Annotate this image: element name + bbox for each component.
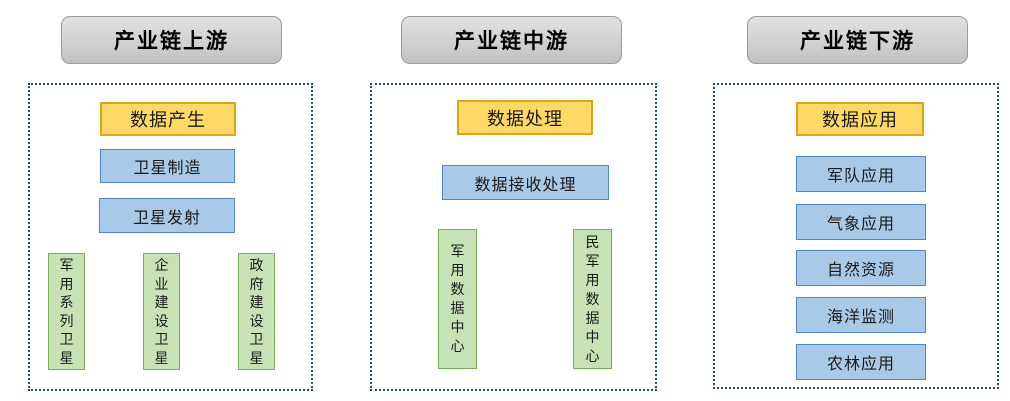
downstream-stage-box: 数据应用 <box>796 102 924 136</box>
upstream-vertical-box-military-series-satellites: 军用系列卫星 <box>48 253 85 370</box>
vertical-box-label: 民军用数据中心 <box>585 233 600 364</box>
downstream-app-box-agriculture-forestry: 农林应用 <box>796 344 926 380</box>
vertical-box-label: 政府建设卫星 <box>249 257 264 366</box>
midstream-header: 产业链中游 <box>401 16 622 64</box>
upstream-vertical-box-enterprise-built-satellites: 企业建设卫星 <box>143 253 180 370</box>
midstream-vertical-box-military-data-center: 军用数据中心 <box>438 229 477 369</box>
vertical-box-label: 企业建设卫星 <box>154 257 169 366</box>
upstream-stage-box: 数据产生 <box>100 102 236 136</box>
midstream-process-box-data-receiving-processing: 数据接收处理 <box>442 165 609 200</box>
midstream-stage-box: 数据处理 <box>457 100 593 135</box>
downstream-app-box-meteorology: 气象应用 <box>796 204 926 240</box>
downstream-app-box-military: 军队应用 <box>796 156 926 192</box>
upstream-process-box-satellite-manufacturing: 卫星制造 <box>100 149 235 183</box>
upstream-vertical-box-government-built-satellites: 政府建设卫星 <box>238 253 275 370</box>
downstream-app-box-ocean-monitoring: 海洋监测 <box>796 297 926 333</box>
vertical-box-label: 军用系列卫星 <box>59 257 74 366</box>
downstream-app-box-natural-resources: 自然资源 <box>796 250 926 286</box>
vertical-box-label: 军用数据中心 <box>450 243 465 354</box>
upstream-process-box-satellite-launch: 卫星发射 <box>99 198 235 233</box>
midstream-vertical-box-civil-military-data-center: 民军用数据中心 <box>573 229 612 369</box>
upstream-header: 产业链上游 <box>61 16 282 64</box>
downstream-header: 产业链下游 <box>747 16 968 64</box>
